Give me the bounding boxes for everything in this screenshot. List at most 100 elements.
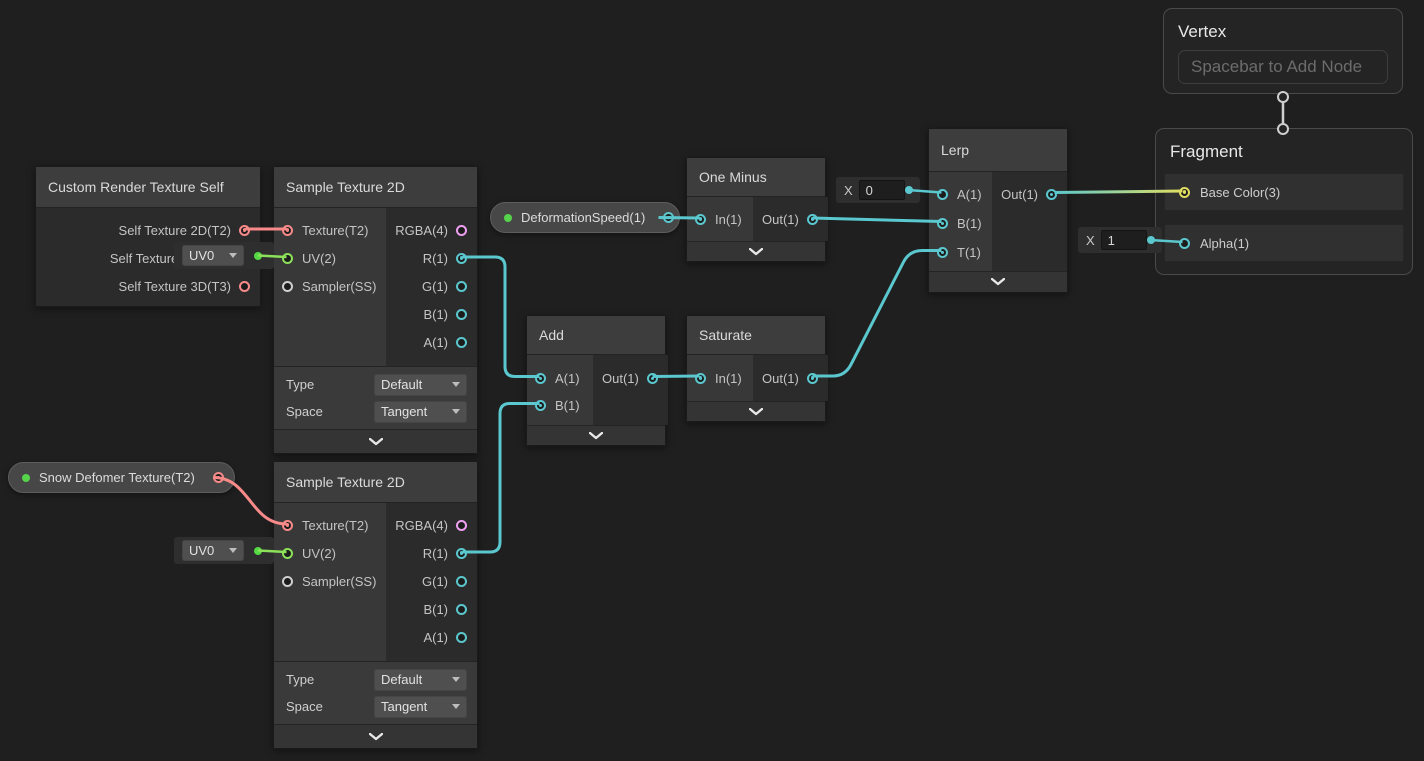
wire-oneminus-to-lerp-b[interactable] bbox=[812, 216, 942, 223]
port-out[interactable] bbox=[806, 213, 818, 225]
inline-port-dot[interactable] bbox=[904, 186, 913, 194]
exposed-property-dot-icon bbox=[504, 213, 512, 222]
property-snow-deformer-texture[interactable]: Snow Defomer Texture(T2) bbox=[8, 462, 235, 493]
collapse-button[interactable] bbox=[274, 724, 477, 748]
space-dropdown[interactable]: Tangent bbox=[374, 695, 467, 718]
node-add[interactable]: Add A(1) B(1) Out(1) bbox=[526, 315, 668, 446]
block-alpha[interactable]: Alpha(1) bbox=[1164, 224, 1404, 262]
port-g-output[interactable] bbox=[456, 575, 467, 587]
collapse-button[interactable] bbox=[274, 429, 477, 453]
property-deformation-speed[interactable]: DeformationSpeed(1) bbox=[490, 202, 680, 233]
port-label: UV(2) bbox=[302, 545, 336, 561]
node-one-minus[interactable]: One Minus In(1) Out(1) bbox=[686, 157, 828, 262]
port-a[interactable] bbox=[937, 189, 948, 200]
port-out[interactable] bbox=[1046, 189, 1057, 200]
collapse-button[interactable] bbox=[687, 241, 825, 261]
port-in[interactable] bbox=[695, 213, 706, 225]
dropdown-value: UV0 bbox=[189, 543, 215, 558]
chevron-down-icon bbox=[452, 704, 460, 709]
port-label: Texture(T2) bbox=[302, 222, 369, 238]
collapse-chevron-icon bbox=[589, 431, 603, 439]
port-a[interactable] bbox=[535, 373, 546, 384]
node-sample-texture-2d-b[interactable]: Sample Texture 2D Texture(T2) UV(2) Samp… bbox=[273, 461, 478, 749]
property-output-port[interactable] bbox=[212, 472, 224, 483]
collapse-button[interactable] bbox=[527, 425, 665, 445]
port-rgba-output[interactable] bbox=[456, 519, 467, 531]
port-label: A(1) bbox=[957, 187, 982, 202]
port-self-texture-2d[interactable] bbox=[239, 224, 250, 236]
port-t[interactable] bbox=[937, 247, 948, 258]
block-base-color[interactable]: Base Color(3) bbox=[1164, 173, 1404, 211]
node-title-text: One Minus bbox=[699, 169, 767, 185]
node-sample-texture-2d-a[interactable]: Sample Texture 2D Texture(T2) UV(2) Samp… bbox=[273, 166, 478, 454]
lerp-a-value-input[interactable] bbox=[858, 180, 905, 200]
port-rgba-output[interactable] bbox=[456, 224, 467, 236]
node-fragment[interactable]: Fragment Base Color(3) Alpha(1) bbox=[1155, 128, 1413, 275]
port-texture-input[interactable] bbox=[282, 519, 293, 531]
port-label: G(1) bbox=[422, 278, 448, 294]
collapse-chevron-icon bbox=[749, 407, 763, 415]
node-vertex[interactable]: Vertex Spacebar to Add Node bbox=[1163, 8, 1403, 94]
node-title-text: Vertex bbox=[1178, 22, 1227, 41]
port-b[interactable] bbox=[937, 218, 948, 229]
port-b-output[interactable] bbox=[456, 603, 467, 615]
port-alpha[interactable] bbox=[1179, 237, 1190, 249]
port-sampler-input[interactable] bbox=[282, 575, 293, 587]
property-output-port[interactable] bbox=[663, 212, 675, 223]
port-base-color[interactable] bbox=[1179, 186, 1190, 198]
collapse-button[interactable] bbox=[929, 271, 1067, 292]
node-saturate[interactable]: Saturate In(1) Out(1) bbox=[686, 315, 828, 422]
inline-port-dot[interactable] bbox=[254, 546, 262, 555]
uv-dropdown[interactable]: UV0 bbox=[182, 245, 244, 266]
port-label: A(1) bbox=[423, 629, 448, 645]
port-a-output[interactable] bbox=[456, 631, 467, 643]
port-b-output[interactable] bbox=[456, 308, 467, 320]
port-label: RGBA(4) bbox=[395, 222, 448, 238]
collapse-button[interactable] bbox=[687, 401, 825, 421]
uv-dropdown[interactable]: UV0 bbox=[182, 540, 244, 561]
port-g-output[interactable] bbox=[456, 280, 467, 292]
inline-port-dot[interactable] bbox=[1146, 236, 1155, 244]
alpha-value-input[interactable] bbox=[1100, 230, 1147, 250]
node-title-text: Lerp bbox=[941, 142, 970, 158]
port-b[interactable] bbox=[535, 400, 546, 411]
node-custom-render-texture-self[interactable]: Custom Render Texture Self Self Texture … bbox=[35, 166, 261, 307]
port-label: B(1) bbox=[957, 216, 982, 231]
control-label: Space bbox=[286, 404, 323, 419]
port-sampler-input[interactable] bbox=[282, 280, 293, 292]
node-lerp[interactable]: Lerp A(1) B(1) T(1) Out(1) bbox=[928, 128, 1068, 293]
node-title: Sample Texture 2D bbox=[274, 462, 477, 503]
block-label: Base Color(3) bbox=[1200, 184, 1281, 200]
port-r-output[interactable] bbox=[456, 547, 467, 559]
port-texture-input[interactable] bbox=[282, 224, 293, 236]
space-dropdown[interactable]: Tangent bbox=[374, 400, 467, 423]
chevron-down-icon bbox=[452, 677, 460, 682]
lerp-a-default-value: X bbox=[836, 177, 920, 203]
type-dropdown[interactable]: Default bbox=[374, 668, 467, 691]
x-component-label: X bbox=[844, 182, 853, 198]
property-label: DeformationSpeed(1) bbox=[521, 210, 646, 225]
port-out[interactable] bbox=[806, 372, 818, 384]
port-label: Self Texture 2D(T2) bbox=[118, 222, 231, 238]
inline-port-dot[interactable] bbox=[254, 251, 262, 260]
port-in[interactable] bbox=[695, 372, 706, 384]
uv-channel-selector-b: UV0 bbox=[174, 537, 274, 564]
port-label: UV(2) bbox=[302, 250, 336, 266]
chevron-down-icon bbox=[229, 253, 237, 258]
control-label: Space bbox=[286, 699, 323, 714]
type-dropdown[interactable]: Default bbox=[374, 373, 467, 396]
exposed-property-dot-icon bbox=[22, 473, 30, 482]
x-component-label: X bbox=[1086, 232, 1095, 248]
port-a-output[interactable] bbox=[456, 336, 467, 348]
port-self-texture-3d[interactable] bbox=[239, 280, 250, 292]
chevron-down-icon bbox=[452, 409, 460, 414]
port-row: Self Texture 2D(T2) bbox=[36, 216, 260, 244]
port-uv-input[interactable] bbox=[282, 547, 293, 559]
wire-saturate-to-lerp-t[interactable] bbox=[812, 249, 942, 378]
port-r-output[interactable] bbox=[456, 252, 467, 264]
port-out[interactable] bbox=[646, 373, 658, 384]
dropdown-value: Default bbox=[381, 377, 423, 392]
alpha-default-value: X bbox=[1078, 227, 1162, 253]
port-uv-input[interactable] bbox=[282, 252, 293, 264]
